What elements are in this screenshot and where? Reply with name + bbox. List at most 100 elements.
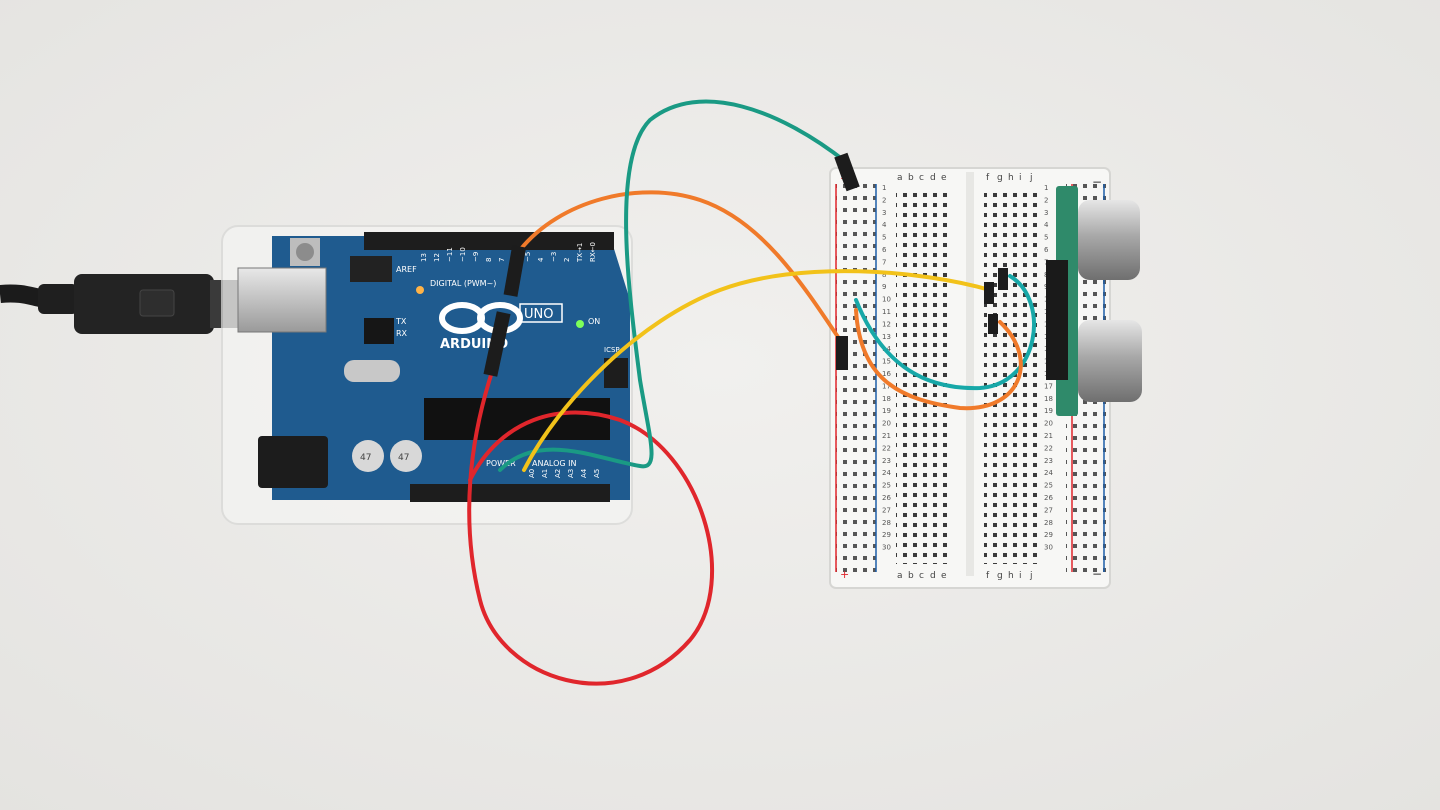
row-number: 21	[882, 432, 891, 440]
digital-pin-label: 4	[537, 257, 545, 262]
row-number: 30	[882, 544, 891, 552]
row-number: 4	[882, 221, 887, 229]
digital-pin-label: ~10	[459, 247, 467, 262]
row-number: 6	[1044, 246, 1049, 254]
row-number: 3	[1044, 209, 1048, 217]
capacitor-2-label: 47	[398, 453, 409, 463]
capacitor-1-label: 47	[360, 453, 371, 463]
column-label: d	[930, 173, 936, 183]
wire-teal	[854, 274, 1036, 391]
capacitor-1	[352, 440, 384, 472]
transducer-top-icon	[1078, 200, 1140, 280]
row-number: 4	[1044, 221, 1049, 229]
column-label: g	[997, 571, 1003, 581]
row-number: 5	[882, 234, 886, 242]
breadboard-row-numbers-left: 1234567891011121314151617181920212223242…	[882, 184, 891, 552]
row-number: 2	[882, 196, 886, 204]
row-number: 30	[1044, 544, 1053, 552]
row-number: 16	[882, 370, 891, 378]
digital-pin-label: 8	[485, 258, 493, 262]
rx-label: RX	[396, 329, 408, 338]
row-number: 2	[1044, 196, 1048, 204]
row-number: 22	[882, 444, 891, 452]
power-label: POWER	[486, 459, 516, 468]
digital-pin-label: ~9	[472, 252, 480, 262]
digital-pin-label: ~3	[550, 252, 558, 262]
digital-pin-label: 7	[498, 258, 506, 262]
row-number: 25	[1044, 482, 1053, 490]
row-number: 17	[1044, 382, 1053, 390]
analog-pin-label: A3	[567, 469, 575, 478]
digital-header	[364, 232, 614, 250]
row-number: 24	[882, 469, 891, 477]
rail-minus-top: −	[1092, 175, 1102, 189]
analog-pin-label: A1	[541, 469, 549, 478]
usb-b-port	[237, 267, 327, 333]
digital-pin-label: TX→1	[576, 243, 584, 263]
column-label: e	[941, 571, 947, 581]
row-number: 20	[1044, 420, 1053, 428]
analog-pin-label: A0	[528, 469, 536, 478]
row-number: 23	[1044, 457, 1053, 465]
row-number: 19	[882, 407, 891, 415]
row-number: 1	[1044, 184, 1048, 192]
row-number: 22	[1044, 444, 1053, 452]
atmega-chip	[424, 398, 610, 440]
row-number: 28	[882, 519, 891, 527]
column-label: c	[919, 173, 924, 183]
on-label: ON	[588, 317, 600, 326]
wire-red	[467, 370, 714, 686]
ultrasonic-sensor	[1046, 186, 1142, 416]
column-label: f	[986, 173, 990, 183]
board-model-label: UNO	[524, 307, 553, 322]
column-label: e	[941, 173, 947, 183]
digital-pin-label: ~5	[524, 252, 532, 262]
column-label: a	[897, 173, 903, 183]
tx-label: TX	[395, 317, 407, 326]
rail-minus-bottom: −	[1092, 567, 1102, 581]
digital-label: DIGITAL (PWM~)	[430, 279, 496, 288]
row-number: 28	[1044, 519, 1053, 527]
power-led	[576, 320, 584, 328]
row-number: 24	[1044, 469, 1053, 477]
left-power-rail	[836, 176, 876, 580]
row-number: 1	[882, 184, 886, 192]
row-number: 27	[882, 506, 891, 514]
row-number: 27	[1044, 506, 1053, 514]
row-number: 7	[882, 258, 886, 266]
analog-in-label: ANALOG IN	[532, 459, 577, 468]
column-label: b	[908, 173, 914, 183]
digital-pin-label: RX←0	[589, 242, 597, 262]
row-number: 29	[1044, 531, 1053, 539]
column-label: h	[1008, 571, 1014, 581]
digital-pin-label: 2	[563, 258, 571, 262]
row-number: 8	[882, 271, 886, 279]
capacitor-2	[390, 440, 422, 472]
analog-pin-label: A5	[593, 469, 601, 478]
column-label: i	[1019, 571, 1022, 581]
row-number: 6	[882, 246, 887, 254]
wire-orange	[518, 190, 842, 342]
row-number: 11	[882, 308, 891, 316]
column-label: h	[1008, 173, 1014, 183]
row-number: 3	[882, 209, 886, 217]
row-number: 18	[882, 395, 891, 403]
row-number: 12	[882, 320, 891, 328]
rail-plus-bottom: +	[840, 568, 849, 581]
arduino-uno-board: 47 47 ARDUINO UNO DIGITAL (PWM~) AREF TX…	[237, 232, 630, 502]
column-label: d	[930, 571, 936, 581]
column-label: a	[897, 571, 903, 581]
row-number: 9	[882, 283, 886, 291]
dc-power-jack	[258, 436, 328, 488]
aref-label: AREF	[396, 265, 417, 274]
row-number: 21	[1044, 432, 1053, 440]
row-number: 18	[1044, 395, 1053, 403]
column-label: b	[908, 571, 914, 581]
wire-orange-2	[854, 308, 1023, 411]
transducer-bottom-icon	[1078, 320, 1142, 402]
l-led	[416, 286, 424, 294]
